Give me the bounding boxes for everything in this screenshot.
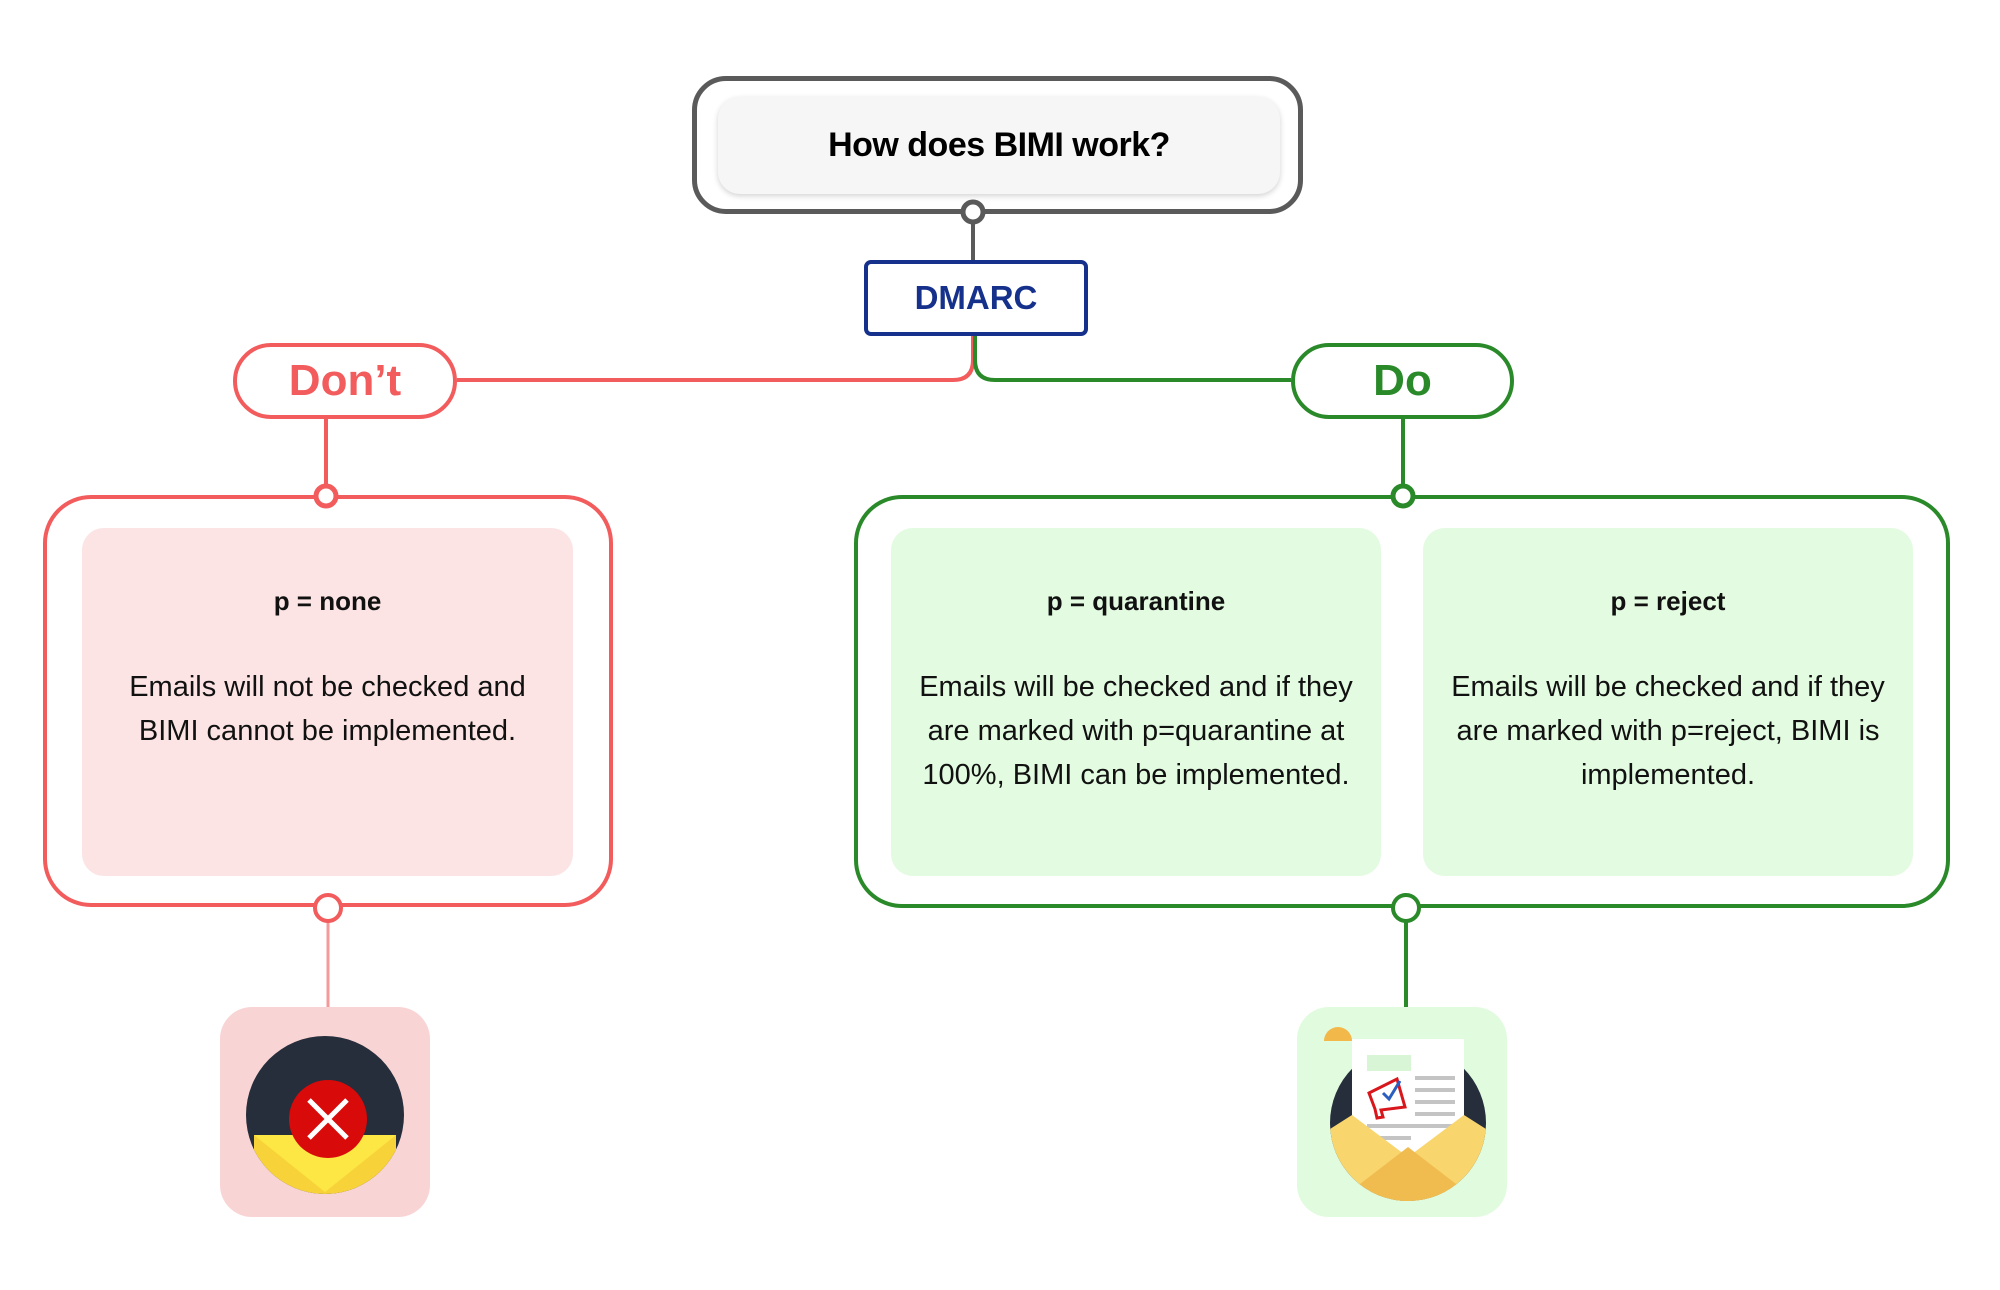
policy-title: p = none — [273, 586, 382, 616]
policy-title: p = quarantine — [1046, 586, 1226, 616]
connector-dmarc-dont — [457, 336, 975, 382]
do-branch-label: Do — [1291, 343, 1514, 419]
diagram-title: How does BIMI work? — [718, 97, 1280, 194]
email-verified-icon — [1324, 1027, 1486, 1201]
dont-branch-label: Don’t — [233, 343, 457, 419]
policy-card-reject: p = reject Emails will be checked and if… — [1423, 528, 1913, 876]
policy-card-none: p = none Emails will not be checked and … — [82, 528, 573, 876]
email-verified-tile — [1297, 1007, 1507, 1217]
connector-dmarc-do — [973, 336, 1291, 382]
dmarc-node: DMARC — [864, 260, 1088, 336]
policy-title: p = reject — [1610, 586, 1726, 616]
policy-description: Emails will be checked and if they are m… — [1451, 671, 1885, 791]
email-rejected-tile — [220, 1007, 430, 1217]
policy-description: Emails will not be checked and BIMI cann… — [129, 671, 526, 747]
email-rejected-icon — [246, 1036, 404, 1194]
policy-card-quarantine: p = quarantine Emails will be checked an… — [891, 528, 1381, 876]
policy-description: Emails will be checked and if they are m… — [919, 671, 1353, 791]
